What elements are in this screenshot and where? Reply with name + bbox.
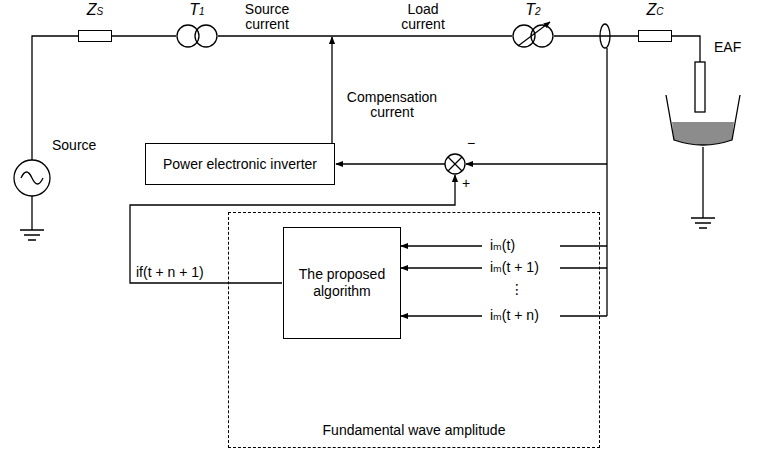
transformer-coils — [512, 24, 554, 48]
coil-circle — [195, 25, 217, 47]
signal-name: iₘ(t) — [490, 238, 515, 253]
signal-name: if(t + n + 1) — [136, 265, 204, 280]
ellipsis-mark: ⋮ — [510, 282, 524, 297]
circuit-illustration — [14, 24, 740, 316]
arc-furnace — [695, 62, 705, 112]
measure-wire — [606, 48, 607, 316]
symbol-label: T1 — [176, 2, 218, 20]
current-label: Compensation current — [340, 90, 444, 120]
variable-transformer: T2 — [512, 2, 554, 48]
ac-source — [14, 160, 50, 196]
eaf-label: EAF — [714, 40, 741, 55]
load-wire — [672, 36, 700, 62]
symbol-label: ZC — [638, 2, 672, 20]
arc-furnace — [666, 62, 740, 145]
coil-circle — [177, 25, 199, 47]
ac-source — [14, 160, 50, 196]
ground-symbol — [691, 218, 715, 228]
input-arrow — [401, 245, 482, 246]
inverter-box: Power electronic inverter — [145, 143, 335, 185]
impedance-box: ZC — [638, 2, 672, 42]
sign-label: − — [467, 136, 475, 151]
ground-symbol — [691, 147, 715, 228]
summing-junction — [448, 157, 462, 171]
impedance-rect — [638, 30, 672, 42]
summing-junction — [445, 154, 465, 174]
summing-junction — [445, 154, 465, 174]
current-label: Load current — [388, 2, 458, 32]
algorithm-box: The proposed algorithm — [283, 227, 401, 339]
wire-connector — [554, 35, 638, 36]
wire-connector — [112, 35, 176, 36]
transformer-coils — [176, 24, 218, 48]
source-label: Source — [52, 138, 96, 153]
ground-symbol — [20, 230, 44, 240]
symbol-label: ZS — [78, 2, 112, 20]
input-arrow — [401, 267, 482, 268]
current-label: Source current — [232, 2, 302, 32]
variable-arrow — [518, 22, 550, 46]
ground-symbol — [20, 196, 44, 240]
signal-arrow — [336, 163, 445, 164]
signal-name: iₘ(t + n) — [490, 308, 539, 323]
ground-symbol — [31, 196, 32, 230]
arc-furnace — [666, 95, 740, 145]
signal-name: iₘ(t + 1) — [490, 260, 539, 275]
symbol-label: T2 — [512, 2, 554, 20]
ground-symbol — [702, 147, 703, 218]
impedance-rect — [78, 30, 112, 42]
node-text: Power electronic inverter — [163, 156, 317, 173]
input-arrow — [401, 315, 482, 316]
transformer-symbol: T1 — [176, 2, 218, 48]
dashed-region: Fundamental wave amplitude The proposed a… — [228, 212, 600, 448]
node-text: Fundamental wave amplitude — [229, 422, 599, 439]
sign-label: + — [462, 176, 470, 191]
node-text: The proposed algorithm — [292, 266, 392, 300]
impedance-box: ZS — [78, 2, 112, 42]
compensation-arrow — [331, 37, 332, 143]
measure-wire — [466, 163, 607, 164]
ac-source — [21, 172, 43, 184]
wire-connector — [218, 35, 512, 36]
